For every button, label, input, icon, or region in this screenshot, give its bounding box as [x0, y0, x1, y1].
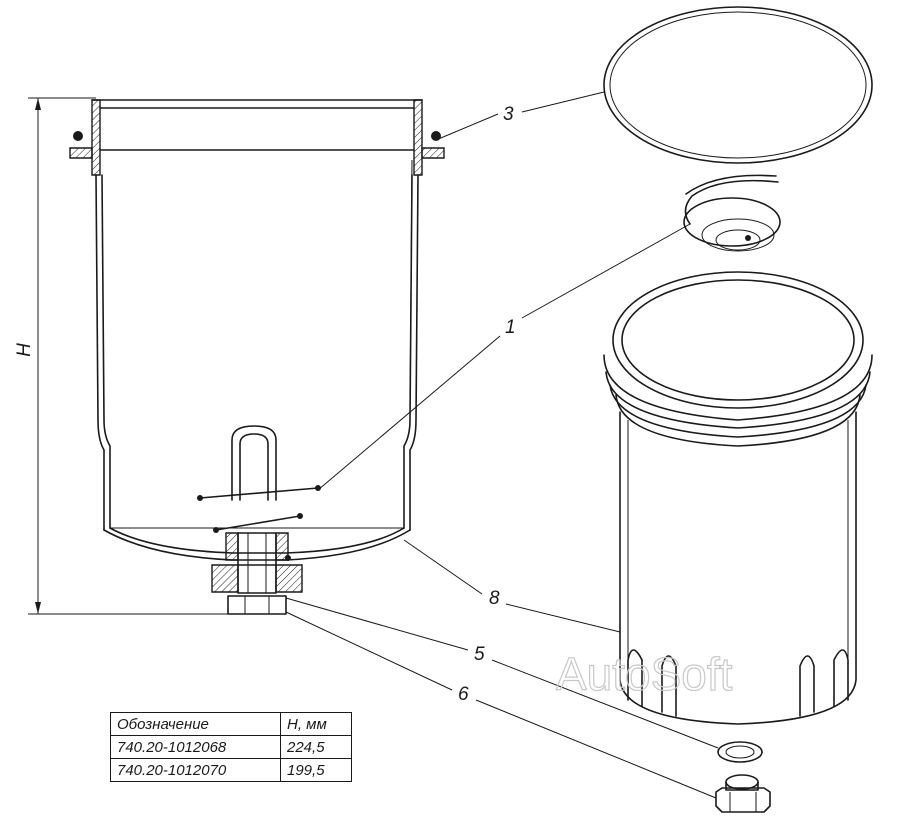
- sealing-ring-part-3: [603, 6, 873, 164]
- table-cell-height: 224,5: [280, 735, 352, 759]
- table-row: 740.20-1012070 199,5: [110, 758, 352, 782]
- callout-3: 3: [503, 104, 514, 125]
- housing-part-8: [603, 271, 873, 725]
- table-header-row: Обозначение H, мм: [110, 712, 352, 736]
- callout-5: 5: [474, 644, 485, 665]
- housing-section: [69, 99, 445, 615]
- spring-part-1: [683, 174, 781, 252]
- table-cell-height: 199,5: [280, 758, 352, 782]
- dimension-h: H: [14, 97, 230, 615]
- table-cell-designation: 740.20-1012068: [110, 735, 281, 759]
- table-row: 740.20-1012068 224,5: [110, 735, 352, 759]
- callout-6: 6: [458, 684, 469, 705]
- table-header-height: H, мм: [280, 712, 352, 736]
- callout-8: 8: [489, 588, 500, 609]
- table-header-designation: Обозначение: [110, 712, 281, 736]
- callout-1: 1: [505, 317, 516, 338]
- spec-table: Обозначение H, мм 740.20-1012068 224,5 7…: [110, 712, 352, 782]
- watermark: AutoSoft: [556, 648, 733, 700]
- leader-lines: [285, 91, 719, 799]
- washer-part-5: [717, 741, 763, 763]
- drain-plug-part-6: [715, 774, 771, 813]
- dimension-h-label: H: [14, 343, 35, 357]
- table-cell-designation: 740.20-1012070: [110, 758, 281, 782]
